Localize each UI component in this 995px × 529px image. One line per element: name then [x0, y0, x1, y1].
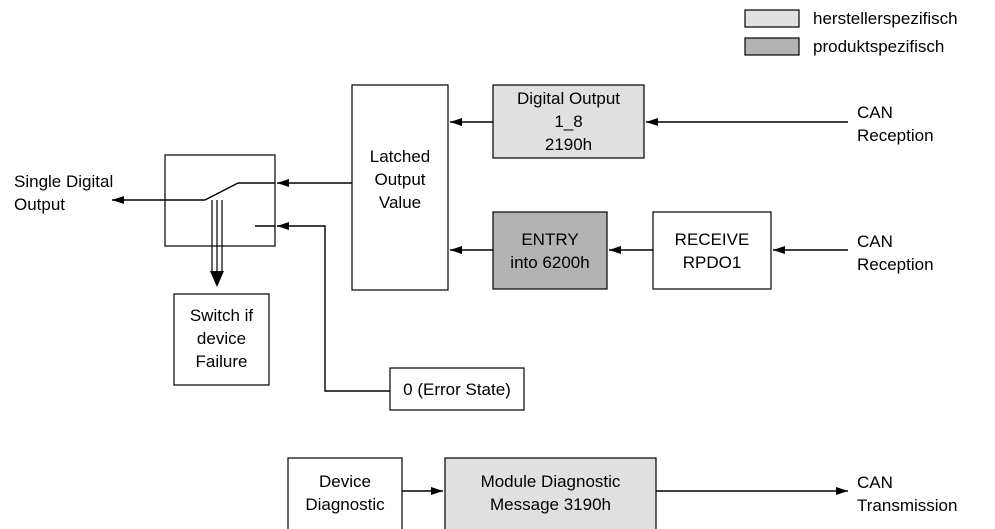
legend-swatch-produktspezifisch — [744, 37, 800, 56]
error-state-label: 0 (Error State) — [403, 380, 511, 399]
digital-output-label: Digital Output 1_8 2190h — [517, 89, 620, 154]
latched-output-label: Latched Output Value — [369, 147, 431, 212]
arrow-error-to-switch — [277, 222, 390, 392]
can-transmission-label: CAN Transmission — [857, 473, 958, 515]
receive-rpdo1-box — [652, 211, 772, 290]
device-diagnostic-box — [287, 457, 403, 529]
receive-rpdo1-label: RECEIVE RPDO1 — [674, 230, 750, 272]
latched-output-box — [351, 84, 449, 291]
can-reception-label-2: CAN Reception — [857, 232, 934, 274]
switch-failure-box — [173, 293, 270, 386]
entry-6200h-box — [492, 211, 608, 290]
module-diagnostic-label: Module Diagnostic Message 3190h — [480, 472, 621, 514]
digital-output-box — [492, 84, 645, 159]
switch-contact-line — [204, 182, 239, 201]
entry-6200h-label: ENTRY into 6200h — [510, 230, 590, 272]
error-state-box — [389, 367, 525, 411]
legend-swatch-herstellerspezifisch — [744, 9, 800, 28]
legend-label-herstellerspezifisch: herstellerspezifisch — [813, 9, 958, 28]
legend-label-produktspezifisch: produktspezifisch — [813, 37, 945, 56]
single-digital-output-label: Single Digital Output — [14, 172, 114, 214]
switch-failure-label: Switch if device Failure — [189, 306, 254, 371]
can-reception-label-1: CAN Reception — [857, 103, 934, 145]
device-diagnostic-label: Device Diagnostic — [305, 472, 385, 514]
module-diagnostic-box — [444, 457, 657, 529]
failure-arrowhead — [210, 271, 224, 287]
